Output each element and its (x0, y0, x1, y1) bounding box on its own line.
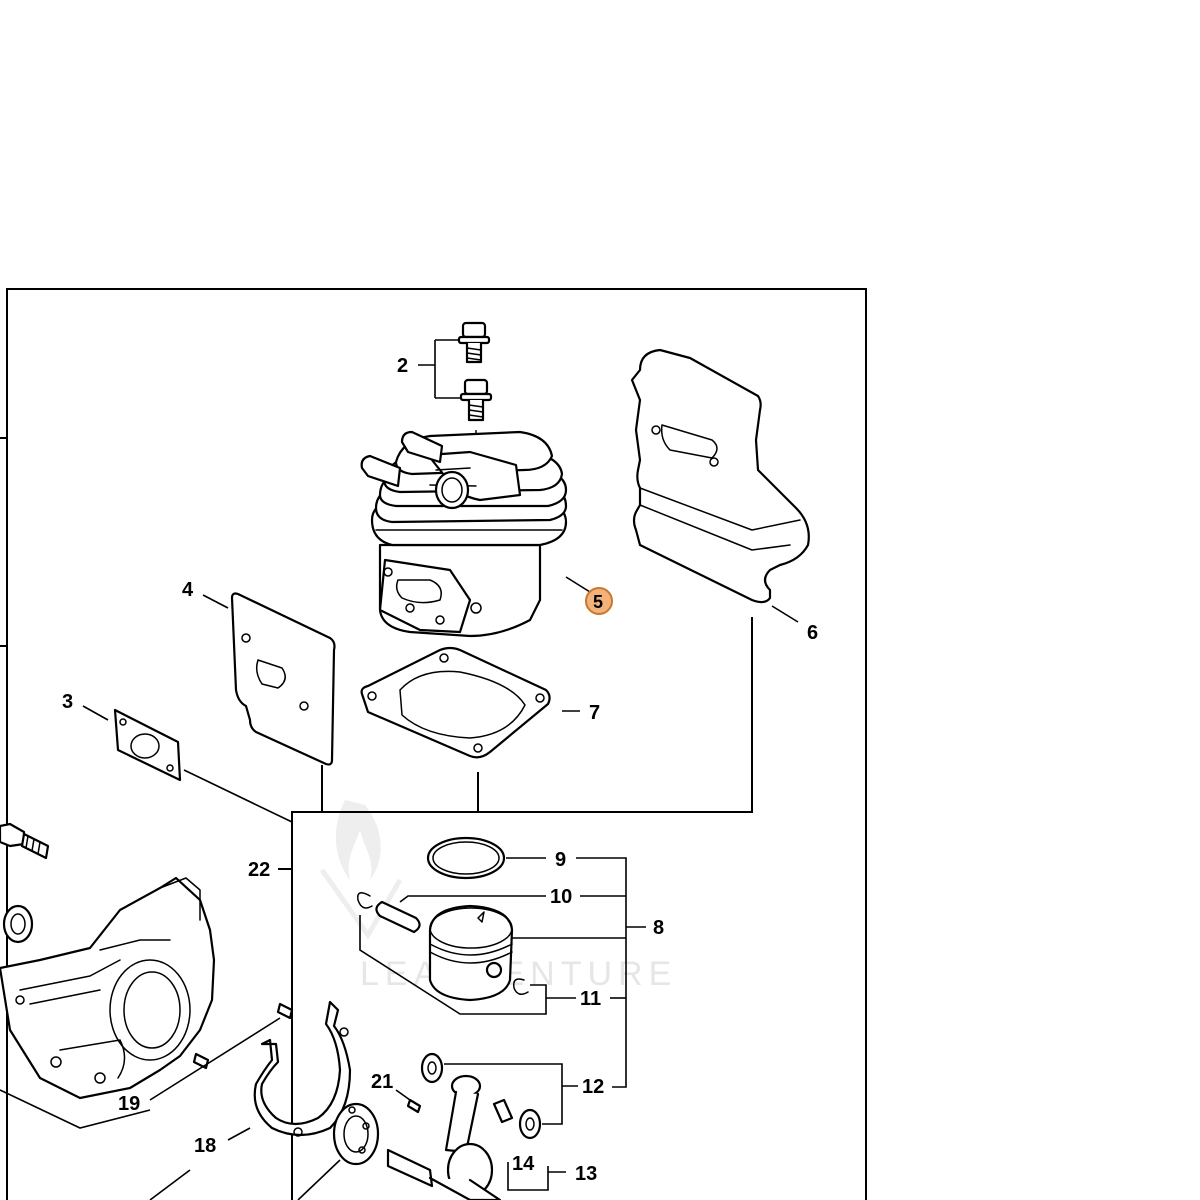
ball-bearing (297, 1102, 380, 1200)
connecting-rod (386, 1074, 566, 1200)
callout-10[interactable]: 10 (550, 886, 572, 908)
callout-4[interactable]: 4 (182, 579, 194, 601)
callout-label-14: 14 (512, 1153, 535, 1175)
bolt-and-seal (0, 822, 50, 944)
gasket-part-3 (82, 705, 293, 823)
bearing-part-12 (420, 1052, 578, 1140)
callout-label-2: 2 (397, 355, 408, 377)
base-gasket-part-7 (360, 646, 580, 759)
callout-label-10: 10 (550, 886, 572, 908)
circlip-part-11 (357, 892, 626, 1015)
pin-part-21 (395, 1089, 422, 1114)
watermark-text: LEADVENTURE (360, 955, 677, 993)
callout-label-13: 13 (575, 1163, 597, 1185)
watermark: LEADVENTURE (319, 800, 677, 993)
crankcase (0, 876, 216, 1100)
highlight-badge (585, 587, 613, 615)
callout-label-11: 11 (580, 988, 601, 1010)
callout-9[interactable]: 9 (555, 849, 566, 871)
callout-19[interactable]: 19 (118, 1093, 140, 1115)
callout-3[interactable]: 3 (62, 691, 73, 713)
callout-7[interactable]: 7 (589, 702, 600, 724)
callout-label-8: 8 (653, 917, 664, 939)
callout-11[interactable]: 11 (580, 988, 601, 1010)
callout-label-12: 12 (582, 1076, 604, 1098)
callout-label-21: 21 (371, 1071, 393, 1093)
piston-ring-part-9 (426, 836, 627, 1088)
piston (428, 904, 626, 1002)
callout-label-7: 7 (589, 702, 600, 724)
callout-label-5: 5 (593, 592, 603, 612)
callout-6[interactable]: 6 (807, 622, 818, 644)
callout-14[interactable]: 14 (512, 1153, 535, 1175)
callout-18[interactable]: 18 (194, 1135, 216, 1157)
callout-label-6: 6 (807, 622, 818, 644)
piston-pin-part-10 (375, 895, 626, 934)
cylinder-part-5 (360, 430, 591, 638)
callout-label-4: 4 (182, 579, 194, 601)
callout-8[interactable]: 8 (653, 917, 664, 939)
gasket-part-4 (202, 592, 336, 766)
callout-13[interactable]: 13 (575, 1163, 597, 1185)
callout-label-9: 9 (555, 849, 566, 871)
frame (0, 288, 867, 1200)
screw-part-2 (418, 321, 493, 422)
heat-shield-part-6 (630, 348, 810, 623)
dowel-part-19 (0, 1002, 294, 1129)
callout-label-19: 19 (118, 1093, 140, 1115)
callout-label-22: 22 (248, 859, 270, 881)
callout-2[interactable]: 2 (397, 355, 408, 377)
callout-label-3: 3 (62, 691, 73, 713)
callout-21[interactable]: 21 (371, 1071, 393, 1093)
callout-label-18: 18 (194, 1135, 216, 1157)
gasket-part-18 (149, 1000, 352, 1200)
callout-12[interactable]: 12 (582, 1076, 604, 1098)
callout-22[interactable]: 22 (248, 859, 270, 881)
group-22-bracket (278, 617, 753, 1200)
callout-5-highlighted[interactable]: 5 (585, 587, 613, 615)
